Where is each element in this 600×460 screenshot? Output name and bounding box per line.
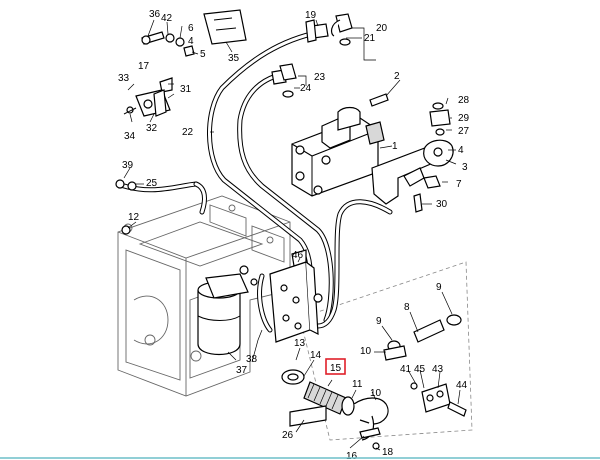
callout-5[interactable]: 5 [200, 49, 206, 60]
suction-hose-assembly [281, 369, 389, 450]
callout-44[interactable]: 44 [456, 380, 468, 391]
callout-4-top[interactable]: 4 [188, 36, 194, 47]
oil-filter [197, 265, 258, 355]
callout-38[interactable]: 38 [246, 354, 258, 365]
callout-22[interactable]: 22 [182, 127, 194, 138]
callout-37[interactable]: 37 [236, 365, 248, 376]
callout-36[interactable]: 36 [149, 9, 161, 20]
callout-9-left[interactable]: 9 [376, 316, 382, 327]
callout-34[interactable]: 34 [124, 131, 136, 142]
callout-6[interactable]: 6 [188, 23, 194, 34]
callout-17[interactable]: 17 [138, 61, 150, 72]
callout-41[interactable]: 41 [400, 364, 412, 375]
callout-19[interactable]: 19 [305, 10, 317, 21]
callout-8[interactable]: 8 [404, 302, 410, 313]
callout-10-lower[interactable]: 10 [370, 388, 382, 399]
callout-45[interactable]: 45 [414, 364, 426, 375]
right-side-fittings [369, 93, 451, 213]
hydraulic-pipes [115, 29, 393, 333]
callout-32[interactable]: 32 [146, 123, 158, 134]
valve-block [269, 249, 323, 343]
callout-12[interactable]: 12 [128, 212, 140, 223]
callout-35[interactable]: 35 [228, 53, 240, 64]
callout-1[interactable]: 1 [392, 141, 398, 152]
elbow-fittings-top [271, 13, 353, 98]
callout-30[interactable]: 30 [436, 199, 448, 210]
mounting-hardware-top-left [141, 9, 247, 57]
callout-25[interactable]: 25 [146, 178, 158, 189]
callout-20[interactable]: 20 [376, 23, 388, 34]
callout-13[interactable]: 13 [294, 338, 306, 349]
callout-labels: 36 42 6 4 5 35 19 20 21 23 24 2 28 29 27… [118, 9, 470, 460]
callout-26[interactable]: 26 [282, 430, 294, 441]
connecting-tubes [383, 314, 462, 361]
transmission-housing [117, 195, 291, 397]
callout-23[interactable]: 23 [314, 72, 326, 83]
callout-18[interactable]: 18 [382, 447, 394, 458]
pipe-flange [403, 139, 454, 187]
leader-lines [123, 19, 461, 451]
callout-29[interactable]: 29 [458, 113, 470, 124]
callout-28[interactable]: 28 [458, 95, 470, 106]
callout-46[interactable]: 46 [292, 250, 304, 261]
callout-11[interactable]: 11 [352, 379, 363, 390]
callout-31[interactable]: 31 [180, 84, 192, 95]
callout-39[interactable]: 39 [122, 160, 134, 171]
callout-4[interactable]: 4 [458, 145, 464, 156]
callout-33[interactable]: 33 [118, 73, 130, 84]
callout-3[interactable]: 3 [462, 162, 468, 173]
callout-43[interactable]: 43 [432, 364, 444, 375]
callout-21[interactable]: 21 [364, 33, 376, 44]
callout-14[interactable]: 14 [310, 350, 322, 361]
callout-10-upper[interactable]: 10 [360, 346, 372, 357]
hydraulic-pump [291, 106, 441, 205]
mounting-hardware-left [115, 77, 173, 235]
callout-7[interactable]: 7 [456, 179, 462, 190]
callout-16[interactable]: 16 [346, 451, 358, 460]
callout-42[interactable]: 42 [161, 13, 173, 24]
callout-9-right[interactable]: 9 [436, 282, 442, 293]
callout-15[interactable]: 15 [330, 363, 342, 374]
callout-2[interactable]: 2 [394, 71, 400, 82]
callout-24[interactable]: 24 [300, 83, 312, 94]
callout-27[interactable]: 27 [458, 126, 470, 137]
highlight-box [325, 358, 346, 375]
